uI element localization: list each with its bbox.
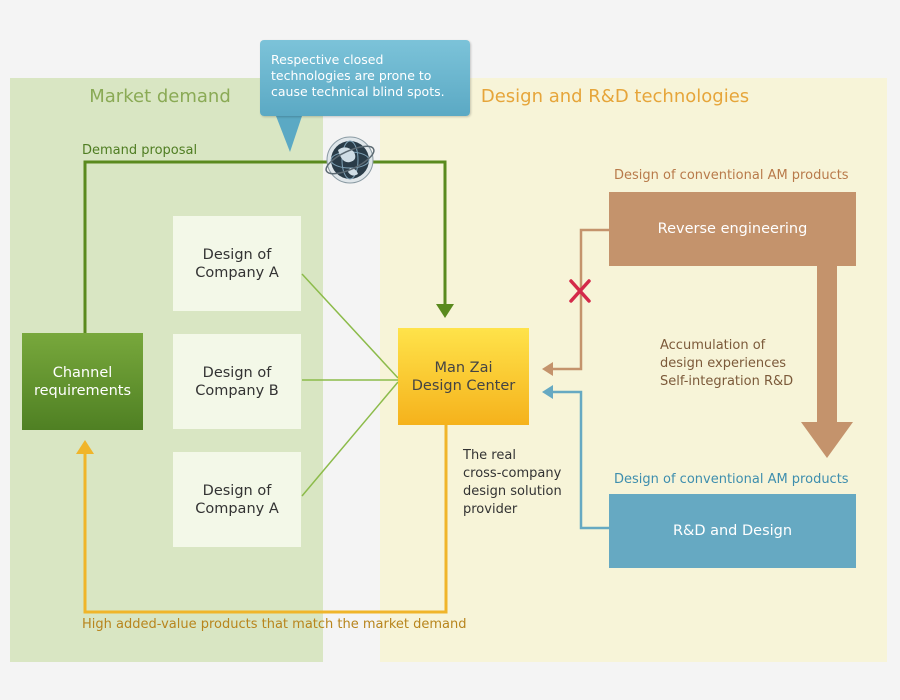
design-company-a1-box: Design of Company A — [173, 216, 301, 311]
high-value-arrowhead — [76, 440, 94, 454]
conventional-am-label-top: Design of conventional AM products — [614, 168, 849, 183]
design-company-b-box: Design of Company B — [173, 334, 301, 429]
design-company-a2-box: Design of Company A — [173, 452, 301, 547]
accumulation-label: Accumulation of design experiences Self-… — [660, 338, 794, 389]
reverse-engineering-box: Reverse engineering — [609, 192, 856, 266]
rd-link-line — [553, 390, 609, 530]
demand-proposal-line — [83, 160, 447, 333]
channel-requirements-box: Channel requirements — [22, 333, 143, 430]
rd-arrowhead — [542, 385, 553, 399]
high-value-label: High added-value products that match the… — [82, 617, 467, 632]
design-rd-title: Design and R&D technologies — [480, 86, 750, 107]
conventional-am-label-bottom: Design of conventional AM products — [614, 472, 849, 487]
link-design-a1 — [301, 273, 399, 379]
link-design-a2 — [301, 381, 399, 497]
man-zai-design-center-box: Man Zai Design Center — [398, 328, 529, 425]
demand-proposal-label: Demand proposal — [82, 143, 198, 158]
callout-pointer — [276, 116, 302, 152]
x-mark-icon — [569, 279, 591, 303]
accumulation-arrow-head — [801, 422, 853, 458]
market-demand-title: Market demand — [89, 86, 231, 107]
high-value-line — [83, 425, 448, 614]
callout-bubble: Respective closed technologies are prone… — [260, 40, 470, 116]
reverse-link-line — [553, 228, 609, 371]
real-provider-label: The real cross-company design solution p… — [463, 448, 562, 517]
globe-icon — [325, 136, 375, 184]
reverse-arrowhead — [542, 362, 553, 376]
accumulation-arrow-shaft — [817, 266, 837, 424]
demand-arrowhead — [436, 304, 454, 318]
rd-design-box: R&D and Design — [609, 494, 856, 568]
